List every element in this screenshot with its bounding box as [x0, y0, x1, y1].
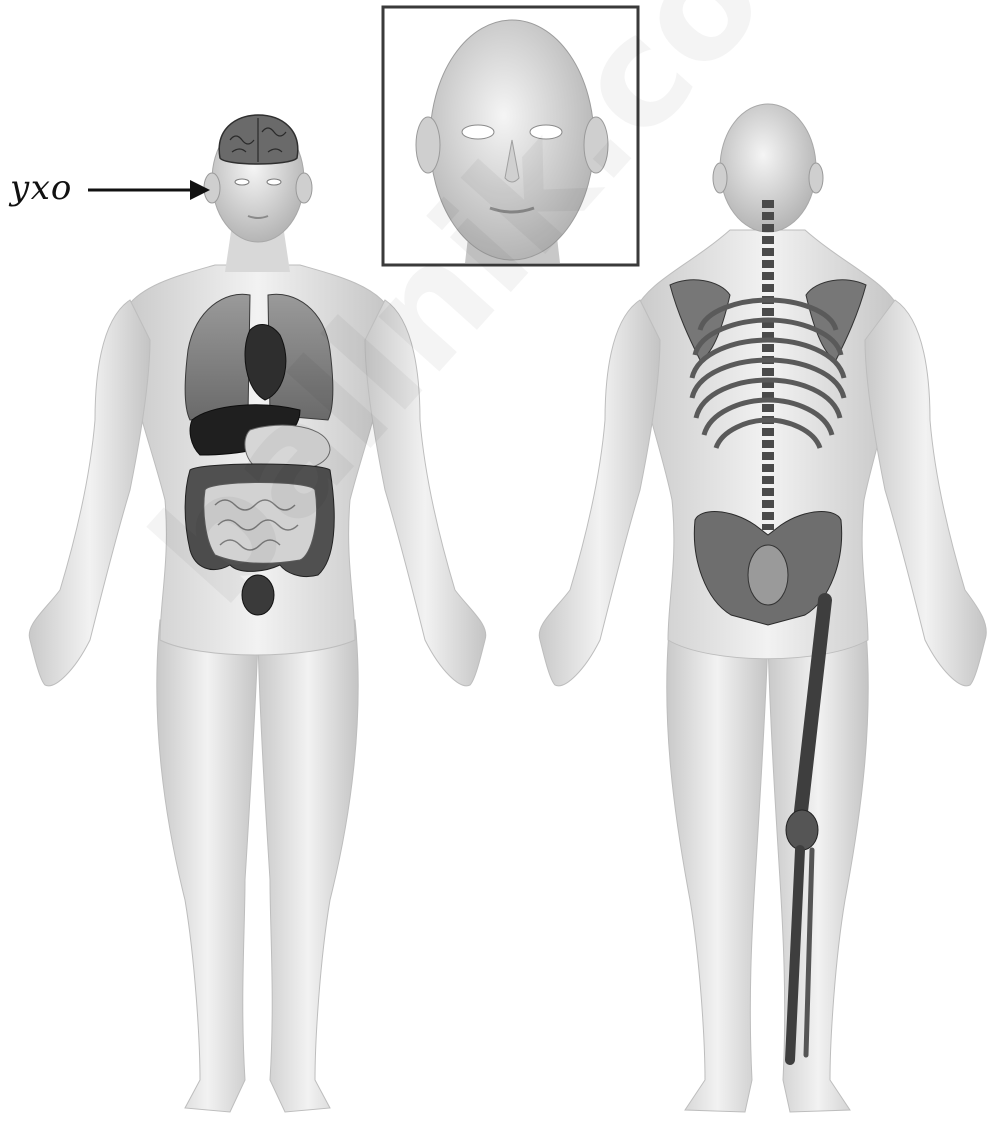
back-left-arm: [539, 300, 660, 686]
inset-right-eye: [530, 125, 562, 139]
inset-left-ear: [416, 117, 440, 173]
front-left-ear: [204, 173, 220, 203]
bladder: [242, 575, 274, 615]
sacrum: [748, 545, 788, 605]
front-right-eye: [267, 179, 281, 185]
front-left-eye: [235, 179, 249, 185]
front-right-arm: [365, 300, 486, 686]
front-left-arm: [29, 300, 150, 686]
back-right-ear: [809, 163, 823, 193]
ear-label: [88, 180, 210, 200]
inset-left-eye: [462, 125, 494, 139]
ear-label-text: ухо: [10, 168, 72, 208]
head-inset: [383, 7, 638, 265]
inset-right-ear: [584, 117, 608, 173]
front-right-ear: [296, 173, 312, 203]
knee-joint: [786, 810, 818, 850]
front-right-leg: [258, 620, 358, 1112]
back-left-leg: [667, 620, 768, 1112]
back-left-ear: [713, 163, 727, 193]
front-left-leg: [157, 620, 258, 1112]
back-right-arm: [865, 300, 986, 686]
